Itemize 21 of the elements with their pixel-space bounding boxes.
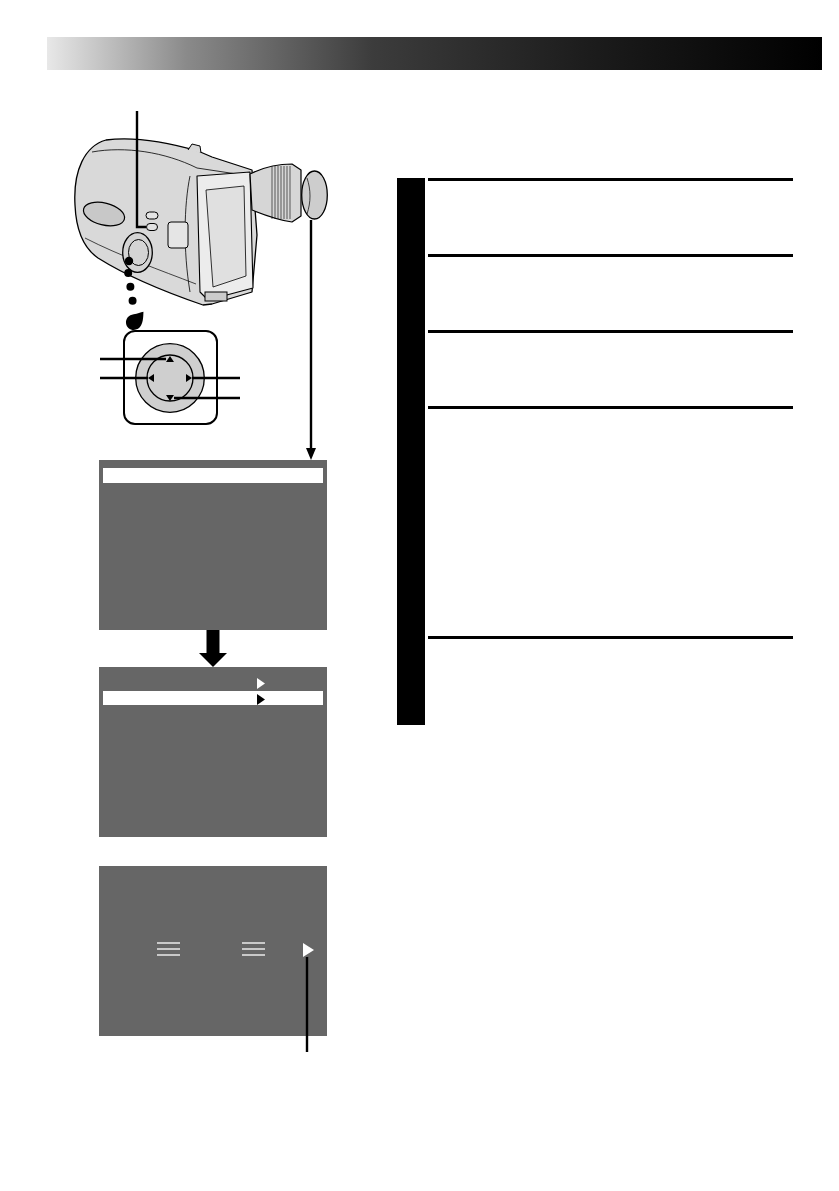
leader-line	[135, 111, 146, 229]
menu-screen	[99, 667, 327, 837]
triangle-marker	[166, 395, 174, 401]
menu-screen	[99, 460, 327, 630]
eyecup-drawing	[301, 170, 328, 220]
control-dial	[122, 232, 153, 273]
menu-screen	[99, 866, 327, 1036]
leader-line	[192, 376, 240, 380]
arrow	[306, 220, 316, 460]
leader-line	[305, 957, 309, 1052]
leader-line	[174, 396, 240, 400]
triangle-marker	[303, 943, 314, 957]
camera-button	[146, 223, 158, 231]
triangle-marker	[148, 374, 154, 382]
side-bar	[397, 178, 425, 725]
triangle-marker	[166, 356, 174, 362]
leader-line	[100, 376, 148, 380]
dial-panel	[123, 330, 218, 425]
leader-line	[100, 357, 166, 361]
block-arrow	[199, 630, 227, 667]
triangle-marker	[186, 374, 192, 382]
